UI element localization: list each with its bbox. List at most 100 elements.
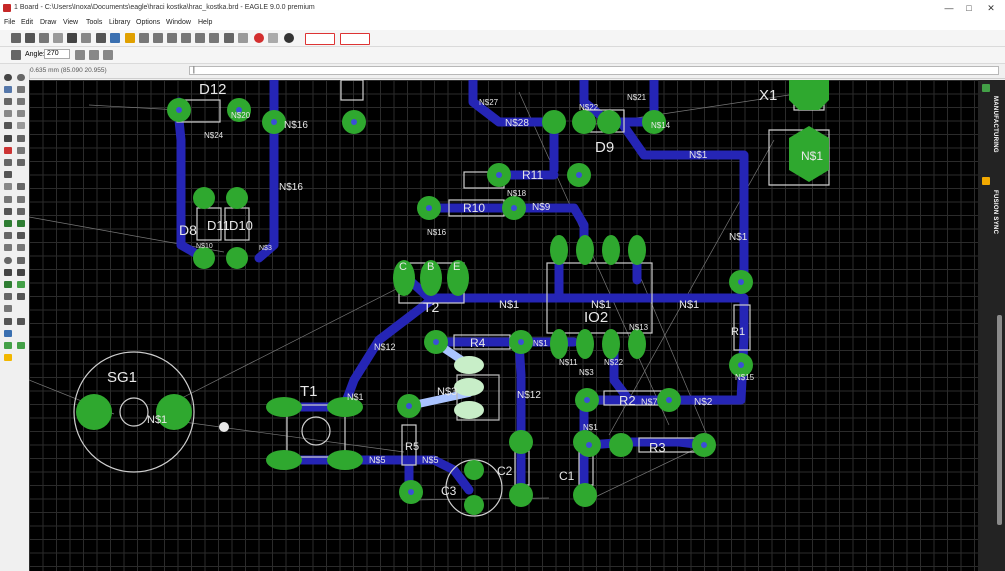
board-canvas[interactable]: D12 N$24 N$20 N$16 N$16 N$28 N$27 N$14 N… — [29, 80, 978, 571]
autorouter-icon[interactable] — [17, 318, 25, 325]
angle-select[interactable]: 270 — [44, 49, 70, 59]
stop-icon[interactable] — [254, 33, 264, 43]
change-icon[interactable] — [4, 147, 12, 154]
rotate-icon[interactable] — [4, 110, 12, 117]
schematic-icon[interactable] — [67, 33, 77, 43]
label-net: N$1 — [689, 150, 708, 161]
label-net: N$9 — [532, 202, 551, 213]
cam-icon[interactable] — [53, 33, 63, 43]
label-t1: T1 — [300, 383, 318, 400]
menu-help[interactable]: Help — [198, 19, 213, 26]
show-icon[interactable] — [17, 74, 25, 81]
signal-icon[interactable] — [17, 281, 25, 288]
layer-icon[interactable] — [4, 281, 12, 288]
label-net: N$1 — [729, 232, 748, 243]
mirror-icon[interactable] — [75, 50, 85, 60]
script-icon[interactable] — [125, 33, 135, 43]
text-icon[interactable] — [17, 232, 25, 239]
angle-label: Angle: — [25, 51, 45, 58]
zoom-fit-icon[interactable] — [139, 33, 149, 43]
hole-icon[interactable] — [4, 293, 12, 300]
check-icon[interactable] — [17, 342, 25, 349]
window-title: 1 Board - C:\Users\Inoxa\Documents\eagle… — [14, 4, 315, 11]
redraw-icon[interactable] — [209, 33, 219, 43]
grid-icon[interactable] — [11, 50, 21, 60]
library-icon[interactable] — [96, 33, 106, 43]
display-icon[interactable] — [4, 86, 12, 93]
label-r3: R3 — [649, 440, 666, 455]
zoom-in-icon[interactable] — [153, 33, 163, 43]
route-diff-icon[interactable] — [17, 220, 25, 227]
menu-options[interactable]: Options — [136, 19, 161, 26]
menu-library[interactable]: Library — [109, 19, 131, 26]
label-net: N$18 — [507, 189, 527, 198]
name-icon[interactable] — [4, 159, 12, 166]
ulp-icon[interactable] — [110, 33, 120, 43]
menu-window[interactable]: Window — [166, 19, 191, 26]
drc-icon[interactable] — [4, 330, 12, 337]
print-icon[interactable] — [39, 33, 49, 43]
zoom-select-icon[interactable] — [181, 33, 191, 43]
copy-icon[interactable] — [17, 98, 25, 105]
mark-icon[interactable] — [17, 86, 25, 93]
label-net: N$20 — [231, 111, 251, 120]
paste-icon[interactable] — [17, 122, 25, 129]
lock-icon[interactable] — [4, 171, 12, 178]
value-icon[interactable] — [17, 159, 25, 166]
minimize-button[interactable]: — — [944, 3, 954, 13]
label-net: N$1 — [147, 414, 167, 426]
replace-icon[interactable] — [17, 147, 25, 154]
help-icon[interactable] — [284, 33, 294, 43]
meander-icon[interactable] — [4, 208, 12, 215]
delete-icon[interactable] — [4, 135, 12, 142]
arc-icon[interactable] — [17, 244, 25, 251]
split-icon[interactable] — [17, 183, 25, 190]
dimension-icon[interactable] — [4, 305, 12, 312]
menu-edit[interactable]: Edit — [21, 19, 34, 26]
command-input[interactable]: | — [189, 66, 999, 75]
design-link-icon[interactable] — [305, 33, 335, 45]
spin-icon[interactable] — [89, 50, 99, 60]
circle-icon[interactable] — [4, 257, 12, 264]
maximize-button[interactable]: □ — [966, 3, 972, 13]
main-toolbar — [0, 30, 1005, 47]
go-icon[interactable] — [268, 33, 278, 43]
fusion-pcb-icon[interactable] — [340, 33, 370, 45]
board-icon[interactable] — [81, 33, 91, 43]
option-icon[interactable] — [103, 50, 113, 60]
warning-icon[interactable] — [4, 354, 12, 361]
close-button[interactable]: ✕ — [987, 3, 995, 13]
add-icon[interactable] — [17, 135, 25, 142]
attribute-icon[interactable] — [17, 293, 25, 300]
ripup-icon[interactable] — [17, 208, 25, 215]
redo-icon[interactable] — [238, 33, 248, 43]
menu-file[interactable]: File — [4, 19, 16, 26]
vertical-scrollbar[interactable] — [997, 315, 1002, 525]
label-net: N$1 — [591, 299, 611, 311]
erc-icon[interactable] — [4, 342, 12, 349]
ratsnest-icon[interactable] — [4, 318, 12, 325]
move-icon[interactable] — [4, 98, 12, 105]
tab-fusion-sync[interactable]: FUSION SYNC — [992, 190, 998, 235]
mirror-tool-icon[interactable] — [17, 110, 25, 117]
optimize-icon[interactable] — [17, 196, 25, 203]
group-icon[interactable] — [4, 122, 12, 129]
smash-icon[interactable] — [4, 183, 12, 190]
line-icon[interactable] — [4, 244, 12, 251]
via-icon[interactable] — [17, 269, 25, 276]
rect-icon[interactable] — [17, 257, 25, 264]
route-icon[interactable] — [4, 220, 12, 227]
menu-view[interactable]: View — [63, 19, 79, 26]
miter-icon[interactable] — [4, 196, 12, 203]
menu-draw[interactable]: Draw — [40, 19, 57, 26]
polygon-icon[interactable] — [4, 269, 12, 276]
menu-tools[interactable]: Tools — [86, 19, 103, 26]
zoom-out-icon[interactable] — [167, 33, 177, 43]
info-icon[interactable] — [4, 74, 12, 81]
save-icon[interactable] — [25, 33, 35, 43]
zoom-previous-icon[interactable] — [195, 33, 205, 43]
tab-manufacturing[interactable]: MANUFACTURING — [992, 96, 998, 153]
open-icon[interactable] — [11, 33, 21, 43]
undo-icon[interactable] — [224, 33, 234, 43]
wire-icon[interactable] — [4, 232, 12, 239]
